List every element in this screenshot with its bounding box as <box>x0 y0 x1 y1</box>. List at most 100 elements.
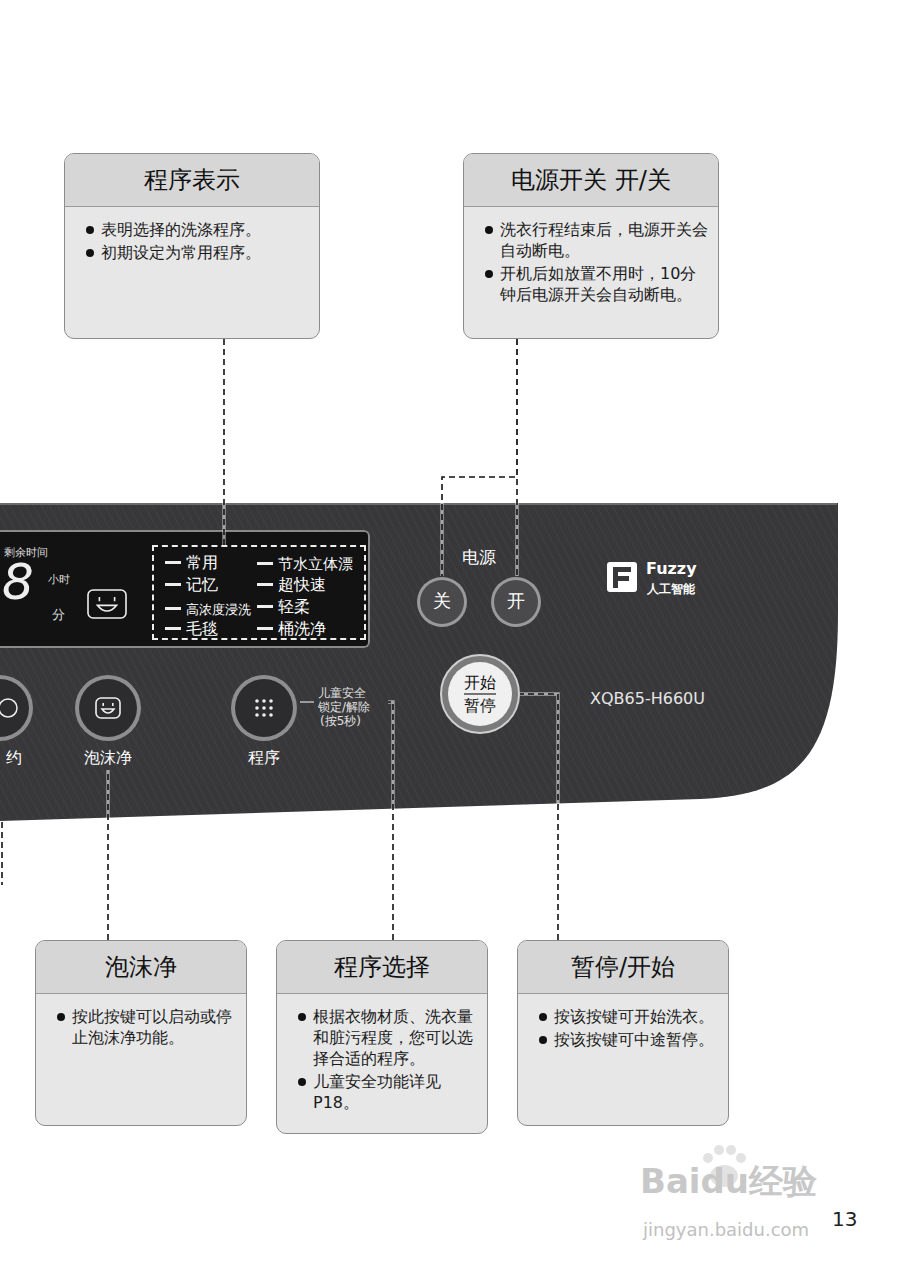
text-holder: 人工智能 <box>647 578 695 597</box>
display-window: 剩余时间8小时分常用节水立体漂记忆超快速高浓度浸洗轻柔毛毯桶洗净 <box>0 530 370 648</box>
grid-dot <box>262 713 266 717</box>
text-holder: 毛毯 <box>186 619 218 638</box>
text-holder: 桶洗净 <box>278 619 326 638</box>
text-holder: 约 <box>6 748 22 767</box>
callout-title: 程序表示 <box>144 164 240 196</box>
bullet-item: 按该按键可开始洗衣。 <box>554 1006 718 1027</box>
bullet-item: 开机后如放置不用时，10分钟后电源开关会自动断电。 <box>500 263 708 305</box>
panel-button: 泡沫净 <box>72 674 144 770</box>
foam-icon <box>98 597 117 611</box>
program-name: 轻柔 <box>278 597 310 616</box>
callout-text: 按该按键可中途暂停。 <box>554 1029 718 1050</box>
callout-body: 表明选择的洗涤程序。初期设定为常用程序。 <box>65 207 319 273</box>
lock-dash <box>300 701 314 702</box>
text-holder: 开始 <box>464 673 496 692</box>
callout-header: 泡沫净 <box>36 941 246 994</box>
page-label: Fuzzy <box>646 559 697 578</box>
text-holder: 高浓度浸洗 <box>186 599 251 618</box>
text-holder: 轻柔 <box>278 597 310 616</box>
button-face <box>79 679 137 737</box>
callout-title: 程序选择 <box>334 951 430 983</box>
text-holder: 常用 <box>186 553 218 572</box>
leader-connector <box>388 702 393 940</box>
button-ring <box>75 675 141 741</box>
connector-line <box>520 694 558 940</box>
connector-underlay <box>442 339 517 576</box>
bullet-item: 初期设定为常用程序。 <box>101 242 309 263</box>
button-ring <box>231 675 297 741</box>
callout-text: 按此按键可以启动或停止泡沫净功能。 <box>72 1006 236 1048</box>
callout-body: 洗衣行程结束后，电源开关会自动断电。开机后如放置不用时，10分钟后电源开关会自动… <box>464 207 718 315</box>
lock-label: 锁定/解除 <box>318 700 370 714</box>
text-holder: 关 <box>433 591 451 612</box>
bullet-dot <box>86 249 94 257</box>
callout-text: 开机后如放置不用时，10分钟后电源开关会自动断电。 <box>500 263 708 305</box>
connector-underlay <box>520 694 558 940</box>
bullet-item: 按此按键可以启动或停止泡沫净功能。 <box>72 1006 236 1048</box>
callout-text: 按该按键可开始洗衣。 <box>554 1006 718 1027</box>
connector-line <box>388 702 393 940</box>
callout-box: 暂停/开始按该按键可开始洗衣。按该按键可中途暂停。 <box>517 940 729 1126</box>
panel-button: 程序儿童安全锁定/解除(按5秒) <box>228 674 388 770</box>
text-holder: 超快速 <box>278 575 326 594</box>
button-face <box>448 662 512 726</box>
program-name: 节水立体漂 <box>278 555 353 573</box>
callout-title: 暂停/开始 <box>571 951 675 983</box>
text-holder: 儿童安全 <box>318 682 366 701</box>
program-name: 毛毯 <box>186 619 218 638</box>
bullet-item: 根据衣物材质、洗衣量和脏污程度，您可以选择合适的程序。 <box>313 1006 477 1069</box>
panel-button: 约 <box>0 674 36 770</box>
leader-connector <box>108 770 109 940</box>
foam-icon <box>96 698 120 718</box>
lock-label: 儿童安全 <box>318 686 366 700</box>
grid-dot <box>269 706 273 710</box>
text-holder: XQB65-H660U <box>590 689 705 708</box>
grid-dot <box>269 713 273 717</box>
callout-text: 表明选择的洗涤程序。 <box>101 219 309 240</box>
text-holder: 节水立体漂 <box>278 554 353 573</box>
connector-underlay <box>222 339 225 545</box>
page-label: jingyan.baidu.com <box>643 1219 809 1240</box>
list-dash <box>165 607 181 610</box>
text-holder: 暂停 <box>464 696 496 715</box>
bullet-dot <box>485 270 493 278</box>
callout-header: 电源开关 开/关 <box>464 154 718 207</box>
display-digit: 8 <box>2 553 34 611</box>
panel-button: 开始暂停 <box>440 654 520 734</box>
lock-label: (按5秒) <box>320 714 361 728</box>
button-label: 开 <box>507 590 525 611</box>
start-button <box>440 654 520 734</box>
connector-line <box>107 770 109 940</box>
program-name: 高浓度浸洗 <box>186 602 251 617</box>
bullet-item: 表明选择的洗涤程序。 <box>101 219 309 240</box>
bullet-dot <box>539 1036 547 1044</box>
list-dash <box>257 627 273 630</box>
button-face <box>235 679 293 737</box>
page-label: Baidu经验 <box>640 1161 817 1201</box>
panel-label: 电源 <box>462 547 496 567</box>
text-holder: 分 <box>52 604 65 623</box>
grid-dot <box>262 706 266 710</box>
panel-button: 开 <box>490 576 542 628</box>
panel-edge <box>0 503 837 505</box>
list-dash <box>165 627 181 630</box>
list-dash <box>257 562 273 565</box>
callout-text: 洗衣行程结束后，电源开关会自动断电。 <box>500 219 708 261</box>
text-holder: 小时 <box>48 568 70 587</box>
grid-dot <box>269 699 273 703</box>
text-holder: Baidu经验 <box>640 1162 817 1201</box>
button-label: 约 <box>6 748 22 767</box>
control-panel: 电源XQB65-H660U剩余时间8小时分常用节水立体漂记忆超快速高浓度浸洗轻柔… <box>0 503 840 825</box>
list-dash <box>257 583 273 586</box>
bullet-dot <box>298 1078 306 1086</box>
panel-button: 关 <box>416 576 468 628</box>
button-face <box>0 679 29 737</box>
text-holder: 13 <box>832 1208 857 1231</box>
button-face <box>420 580 464 624</box>
list-dash <box>257 605 273 608</box>
connector-line <box>223 339 225 545</box>
display-label: 分 <box>52 607 65 622</box>
program-name: 常用 <box>186 553 218 572</box>
button-divider <box>464 693 496 694</box>
callout-text: 初期设定为常用程序。 <box>101 242 309 263</box>
